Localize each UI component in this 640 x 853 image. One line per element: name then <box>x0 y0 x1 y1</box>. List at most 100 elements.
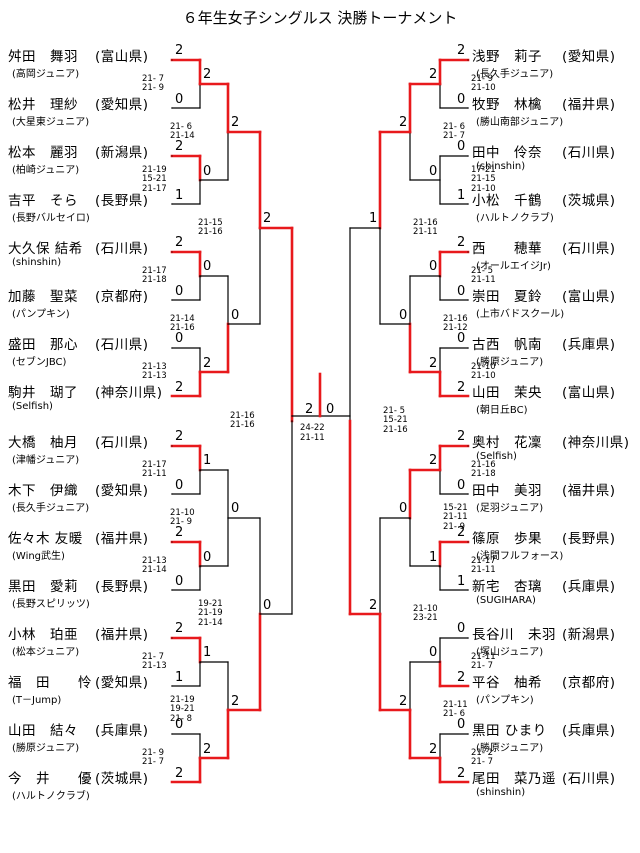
player-team: (塚山ジュニア) <box>476 647 544 658</box>
player-team: (セブンJBC) <box>12 357 67 368</box>
player-name: 舛田 舞羽 <box>8 49 78 65</box>
game-scores: 21- 6 21- 7 <box>443 121 465 141</box>
final-score: 2 <box>305 402 314 417</box>
set-score: 0 <box>175 478 184 493</box>
set-score: 0 <box>263 598 272 613</box>
player-team: (長久手ジュニア) <box>12 503 90 514</box>
game-scores: 21-17 21-11 <box>142 459 167 479</box>
set-score: 2 <box>429 453 438 468</box>
player-prefecture: (兵庫県) <box>562 723 616 739</box>
player-team: (勝原ジュニア) <box>476 743 544 754</box>
player-prefecture: (石川県) <box>95 337 149 353</box>
set-score: 0 <box>399 501 408 516</box>
player-team: (大星東ジュニア) <box>12 117 90 128</box>
player-name: 篠原 歩果 <box>472 531 542 547</box>
player-name: 牧野 林檎 <box>472 97 542 113</box>
game-scores: 21-17 21-18 <box>142 265 167 285</box>
player-prefecture: (茨城県) <box>562 193 616 209</box>
game-scores: 21-10 21- 9 <box>170 507 195 527</box>
game-scores: 21- 5 15-21 21-16 <box>383 405 408 435</box>
player-prefecture: (京都府) <box>562 675 616 691</box>
player-name: 田中 伶奈 <box>472 145 542 161</box>
player-name: 小松 千鶴 <box>472 193 542 209</box>
game-scores: 21-10 21-10 <box>471 361 496 381</box>
player-prefecture: (京都府) <box>95 289 149 305</box>
set-score: 1 <box>175 670 184 685</box>
player-team: (パンプキン) <box>12 309 70 320</box>
player-team: (津幡ジュニア) <box>12 455 80 466</box>
player-team: (勝山南部ジュニア) <box>476 117 564 128</box>
set-score: 2 <box>175 429 184 444</box>
player-team: (オールエイジJr) <box>476 261 551 272</box>
set-score: 0 <box>457 139 466 154</box>
game-scores: 21-16 21-11 <box>413 217 438 237</box>
player-prefecture: (長野県) <box>95 579 149 595</box>
set-score: 2 <box>457 670 466 685</box>
set-score: 0 <box>429 645 438 660</box>
set-score: 0 <box>457 331 466 346</box>
player-name: 松本 麗羽 <box>8 145 78 161</box>
game-scores: 17-21 21-15 21-10 <box>471 164 496 194</box>
player-name: 松井 理紗 <box>8 97 78 113</box>
player-team: (浅間フルフォース) <box>476 551 564 562</box>
player-name: 大橋 柚月 <box>8 435 78 451</box>
player-prefecture: (石川県) <box>562 771 616 787</box>
game-scores: 21-11 21- 7 <box>471 651 496 671</box>
game-scores: 21- 9 21-10 <box>471 73 496 93</box>
set-score: 2 <box>457 235 466 250</box>
player-prefecture: (石川県) <box>95 435 149 451</box>
game-scores: 21- 9 21- 7 <box>142 747 164 767</box>
final-games: 24-22 21-11 <box>300 423 325 443</box>
set-score: 2 <box>429 67 438 82</box>
game-scores: 21-19 15-21 21-17 <box>142 164 167 194</box>
game-scores: 21- 7 21-13 <box>142 651 167 671</box>
player-prefecture: (石川県) <box>95 241 149 257</box>
player-prefecture: (愛知県) <box>95 97 149 113</box>
player-prefecture: (愛知県) <box>95 483 149 499</box>
player-prefecture: (兵庫県) <box>562 579 616 595</box>
game-scores: 21- 2 21- 7 <box>471 747 493 767</box>
game-scores: 21- 7 21- 9 <box>142 73 164 93</box>
final-score: 0 <box>326 402 335 417</box>
player-name: 西 穂華 <box>472 241 542 257</box>
set-score: 0 <box>175 574 184 589</box>
set-score: 2 <box>457 525 466 540</box>
set-score: 0 <box>457 717 466 732</box>
game-scores: 15-21 21-11 21- 9 <box>443 502 468 532</box>
game-scores: 21-17 21-11 <box>471 555 496 575</box>
player-prefecture: (富山県) <box>562 385 616 401</box>
set-score: 1 <box>429 550 438 565</box>
set-score: 2 <box>203 67 212 82</box>
set-score: 1 <box>369 211 378 226</box>
player-prefecture: (長野県) <box>95 193 149 209</box>
player-prefecture: (茨城県) <box>95 771 149 787</box>
player-name: 駒井 瑚了 <box>8 385 78 401</box>
player-prefecture: (兵庫県) <box>562 337 616 353</box>
set-score: 0 <box>457 621 466 636</box>
set-score: 1 <box>457 574 466 589</box>
set-score: 2 <box>175 43 184 58</box>
set-score: 2 <box>175 766 184 781</box>
set-score: 0 <box>231 308 240 323</box>
set-score: 2 <box>457 766 466 781</box>
player-team: (Selfish) <box>476 451 517 462</box>
player-name: 浅野 莉子 <box>472 49 542 65</box>
player-name: 古西 帆南 <box>472 337 542 353</box>
game-scores: 21-13 21-14 <box>142 555 167 575</box>
player-prefecture: (新潟県) <box>562 627 616 643</box>
game-scores: 21-16 21-12 <box>443 313 468 333</box>
game-scores: 21-14 21-16 <box>170 313 195 333</box>
set-score: 2 <box>231 115 240 130</box>
player-prefecture: (富山県) <box>95 49 149 65</box>
set-score: 0 <box>457 478 466 493</box>
set-score: 2 <box>263 211 272 226</box>
set-score: 0 <box>429 259 438 274</box>
game-scores: 21-16 21-18 <box>471 459 496 479</box>
game-scores: 21-16 21-16 <box>230 410 255 430</box>
set-score: 0 <box>175 331 184 346</box>
player-team: (長野スピリッツ) <box>12 599 90 610</box>
player-name: 福 田 怜 <box>8 675 92 691</box>
set-score: 0 <box>457 92 466 107</box>
player-prefecture: (新潟県) <box>95 145 149 161</box>
player-team: (松本ジュニア) <box>12 647 80 658</box>
